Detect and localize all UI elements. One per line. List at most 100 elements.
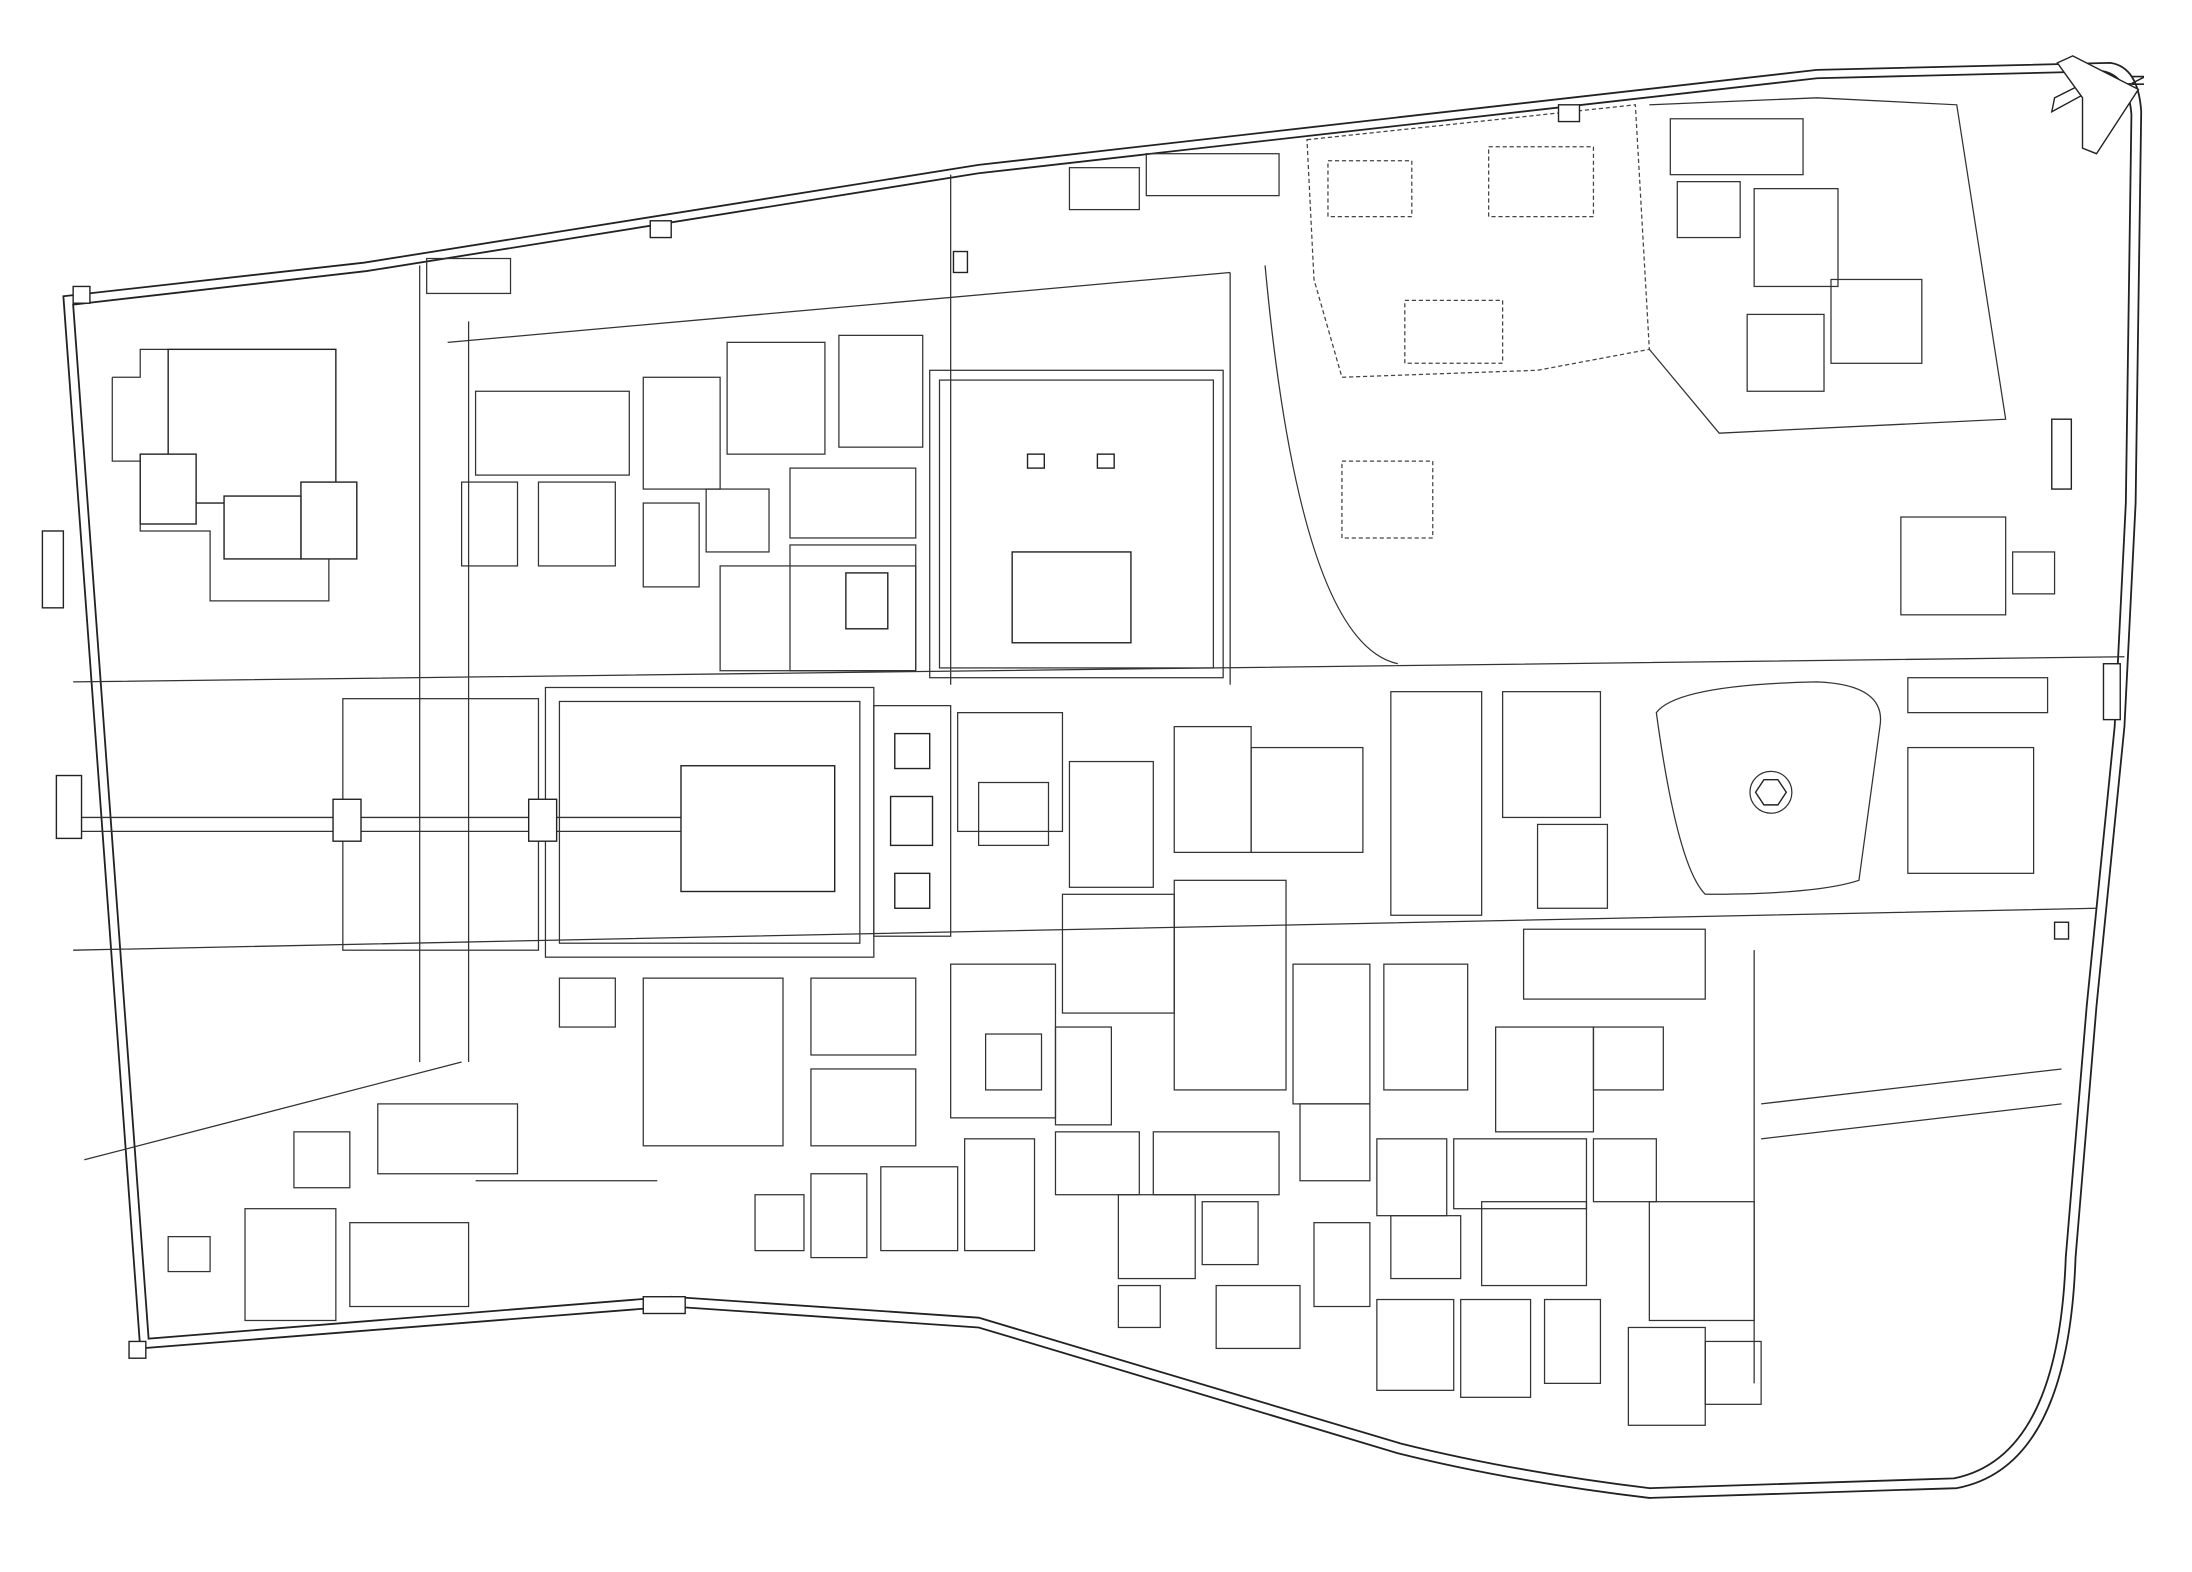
building — [1152, 1131, 1280, 1196]
gate-or-hall — [1096, 453, 1115, 469]
gate-or-hall — [527, 798, 558, 842]
building — [1460, 1298, 1532, 1398]
gate-or-hall — [2053, 921, 2070, 940]
building — [1522, 928, 1706, 1000]
building — [1536, 823, 1609, 909]
north-label: N — [2128, 74, 2148, 87]
building — [1900, 516, 2007, 616]
building — [1068, 167, 1140, 211]
gate-or-hall — [2102, 663, 2121, 721]
building — [167, 1236, 211, 1273]
gate-or-hall — [642, 1296, 686, 1315]
building — [342, 698, 540, 951]
building — [1376, 1298, 1455, 1391]
building — [726, 341, 826, 455]
gate-or-hall — [952, 250, 969, 274]
building — [929, 369, 1224, 679]
ruined-building — [1404, 299, 1504, 364]
gate-or-hall — [649, 220, 672, 239]
building — [1704, 1340, 1762, 1405]
gate-or-hall — [1011, 551, 1132, 644]
gate-or-hall — [300, 481, 358, 560]
building — [1481, 1201, 1588, 1287]
building — [1299, 1103, 1371, 1182]
gate-or-hall — [894, 872, 931, 909]
building — [1830, 278, 1923, 364]
building — [1117, 1284, 1161, 1329]
building — [1068, 760, 1154, 888]
gate-or-hall — [2051, 418, 2073, 490]
building — [810, 977, 917, 1056]
building — [349, 1222, 470, 1308]
building — [1746, 313, 1825, 392]
building — [377, 1103, 519, 1175]
building — [964, 1138, 1036, 1252]
building — [293, 1131, 351, 1189]
gate-or-hall — [139, 453, 197, 525]
building — [1117, 1194, 1196, 1280]
building — [1501, 691, 1602, 819]
building — [957, 712, 1064, 833]
gate-or-hall — [894, 732, 931, 770]
building — [537, 481, 616, 567]
building — [754, 1194, 805, 1252]
ruined-building — [1327, 160, 1413, 218]
gate-or-hall — [223, 495, 302, 560]
building — [1376, 1138, 1448, 1217]
roads — [73, 174, 2125, 1384]
building — [1592, 1026, 1664, 1091]
building — [1390, 691, 1483, 916]
building — [1669, 118, 1804, 176]
altar-circle — [1749, 770, 1793, 814]
building — [1648, 1201, 1755, 1322]
building — [1753, 188, 1839, 288]
building — [1495, 1026, 1595, 1133]
building — [1383, 963, 1469, 1091]
building — [2012, 551, 2056, 595]
building — [1061, 893, 1175, 1014]
dashed-temple-wall — [1306, 104, 1651, 378]
building — [1250, 746, 1364, 854]
gate-or-hall — [845, 572, 889, 630]
gate-or-hall — [680, 765, 836, 893]
building — [1543, 1298, 1602, 1384]
building — [642, 977, 784, 1147]
ruined-building — [1488, 146, 1595, 218]
outer-wall — [62, 61, 2143, 1499]
building — [642, 502, 700, 588]
altar-hexagon — [1754, 779, 1788, 806]
building — [977, 781, 1050, 847]
building — [1292, 963, 1371, 1105]
building — [810, 1173, 868, 1259]
gate-or-hall — [128, 1340, 147, 1359]
building — [950, 963, 1057, 1119]
building — [789, 544, 917, 672]
building — [1201, 1201, 1259, 1266]
building — [880, 1166, 959, 1252]
ruined-building — [1341, 460, 1434, 539]
building — [1907, 677, 2049, 714]
north-arrow-icon — [2050, 55, 2140, 155]
gate-or-hall — [72, 285, 91, 304]
gate-or-hall — [1557, 104, 1581, 123]
building — [1215, 1284, 1301, 1350]
building — [873, 705, 952, 937]
building — [244, 1208, 337, 1322]
gate-or-hall — [55, 774, 83, 840]
building — [810, 1068, 917, 1147]
gate-or-hall — [1026, 453, 1045, 469]
building — [1054, 1026, 1112, 1126]
building — [1145, 153, 1280, 197]
building — [1592, 1138, 1657, 1203]
building-footprints — [41, 104, 2121, 1426]
building — [838, 334, 924, 448]
building — [1173, 879, 1287, 1091]
building — [789, 467, 917, 539]
gate-or-hall — [889, 795, 934, 847]
building — [1313, 1222, 1371, 1308]
round-altar-enclosure — [1655, 681, 1882, 895]
building — [558, 977, 616, 1028]
gate-or-hall — [41, 530, 65, 609]
building — [426, 257, 512, 295]
